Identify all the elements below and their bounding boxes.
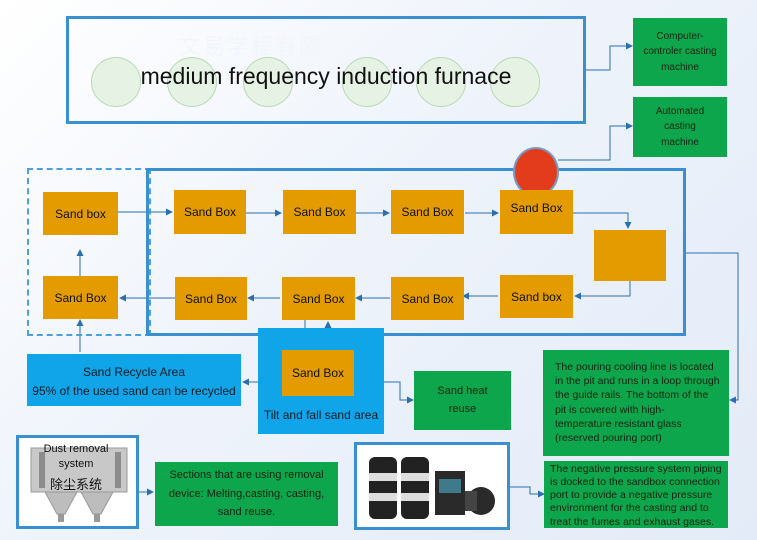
furnace-watermark: 文易学程有限 <box>179 34 324 59</box>
sand-box-top-1: Sand Box <box>174 190 246 234</box>
outer-sand-box-bottom: Sand Box <box>43 276 118 319</box>
dust-removal-frame: Dust removal system 除尘系统 <box>16 435 139 529</box>
tilt-label: Tilt and fall sand area <box>263 408 379 422</box>
computer-casting-machine: Computer- controler casting machine <box>633 18 727 86</box>
sand-box-top-3: Sand Box <box>391 190 464 234</box>
furnace-coil-4 <box>342 57 392 107</box>
outer-sand-box-top: Sand box <box>43 192 118 235</box>
outer-loop-frame <box>27 168 151 336</box>
furnace-coil-2 <box>167 57 217 107</box>
recycle-title: Sand Recycle Area <box>82 365 186 379</box>
furnace-coil-6 <box>490 57 540 107</box>
dust-removal-label-cn: 除尘系统 <box>49 477 102 492</box>
dust-sections-note: Sections that are using removal device: … <box>155 462 338 526</box>
pouring-cooling-note: The pouring cooling line is located in t… <box>543 350 729 456</box>
sand-recycle-area: Sand Recycle Area 95% of the used sand c… <box>27 354 241 406</box>
sand-heat-reuse: Sand heat reuse <box>414 371 511 430</box>
furnace-frame: 文易学程有限 medium frequency induction furnac… <box>66 16 586 124</box>
sand-box-bottom-2: Sand Box <box>391 277 464 320</box>
furnace-coil-5 <box>416 57 466 107</box>
sand-box-bottom-3: Sand Box <box>282 277 355 320</box>
recycle-subtitle: 95% of the used sand can be recycled <box>32 383 236 398</box>
automated-casting-machine: Automated casting machine <box>633 97 727 157</box>
sand-box-pouring <box>594 230 666 281</box>
dust-removal-label: Dust removal system <box>43 443 109 471</box>
pump-equipment-icon <box>369 457 495 519</box>
tilt-sand-box: Sand Box <box>282 350 354 396</box>
sand-box-bottom-4: Sand Box <box>175 277 247 320</box>
main-loop-frame <box>146 168 686 336</box>
furnace-coil-1 <box>91 57 141 107</box>
dust-collector-icon <box>30 447 128 522</box>
negative-pressure-note: The negative pressure system piping is d… <box>544 461 728 528</box>
sand-box-top-2: Sand Box <box>283 190 356 234</box>
furnace-coil-3 <box>243 57 293 107</box>
furnace-title: medium frequency induction furnace <box>140 63 512 89</box>
sand-box-top-4: Sand Box <box>500 190 573 234</box>
sand-box-bottom-1: Sand box <box>500 275 573 318</box>
tilt-fall-sand-area: Sand Box Tilt and fall sand area <box>258 328 384 434</box>
negative-pressure-frame <box>354 442 510 530</box>
